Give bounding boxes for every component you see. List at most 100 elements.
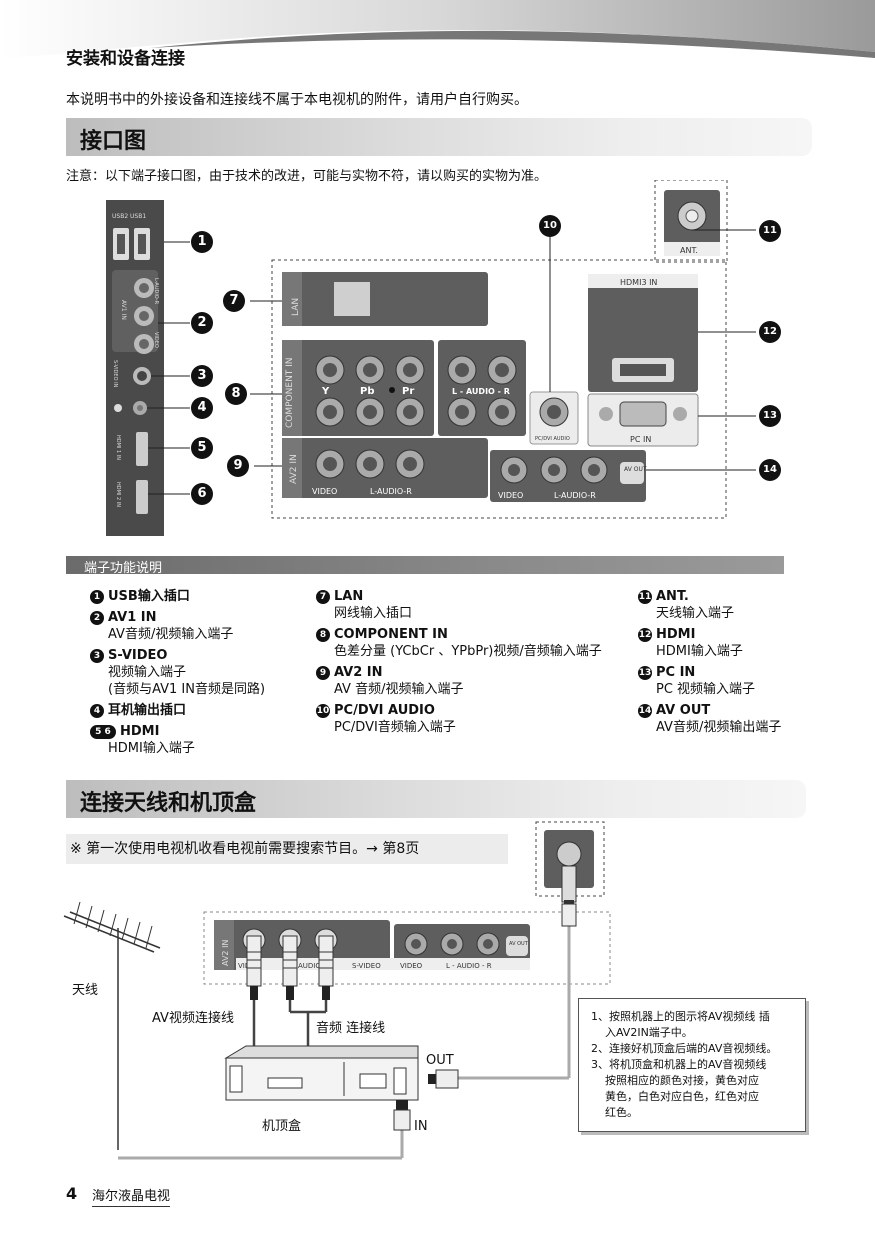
footer-brand: 海尔液晶电视 xyxy=(92,1185,171,1207)
functions-col3: 11 ANT. 天线输入端子 12 HDMI HDMI输入端子 13 PC IN PC 视频输入… xyxy=(638,588,838,740)
function-desc: 天线输入端子 xyxy=(656,606,735,621)
function-title: ANT. xyxy=(656,589,689,604)
function-item: 11 ANT. 天线输入端子 xyxy=(638,588,838,622)
ant-label: ANT. xyxy=(680,246,698,255)
functions-band: 端子功能说明 xyxy=(66,556,784,576)
pr-label: Pr xyxy=(402,386,414,397)
function-desc: 视频输入端子 xyxy=(108,665,187,680)
stb-label: 机顶盒 xyxy=(262,1118,301,1134)
av1-video-label: VIDEO xyxy=(153,332,159,348)
av1-audio-label: L-AUDIO-R xyxy=(153,278,159,305)
function-title: PC/DVI AUDIO xyxy=(334,703,435,718)
function-desc: PC 视频输入端子 xyxy=(656,682,756,697)
functions-title: 端子功能说明 xyxy=(84,561,163,576)
function-desc: AV音频/视频输出端子 xyxy=(656,720,782,735)
function-title: AV OUT xyxy=(656,703,711,718)
function-number: 7 xyxy=(316,590,330,604)
av2-label: AV2 IN xyxy=(289,454,299,484)
function-desc: HDMI输入端子 xyxy=(656,644,743,659)
function-number: 12 xyxy=(638,628,652,642)
video-label-3: VIDEO xyxy=(400,962,423,970)
step-line: 1、按照机器上的图示将AV视频线 插 xyxy=(591,1010,770,1023)
component-audio-label: L - AUDIO - R xyxy=(452,387,510,396)
step-line: 红色。 xyxy=(591,1106,638,1119)
hdmi3-label: HDMI3 IN xyxy=(620,278,657,287)
lan-label: LAN xyxy=(291,298,301,316)
interface-note: 注意：以下端子接口图，由于技术的改进，可能与实物不符，请以购买的实物为准。 xyxy=(66,169,548,184)
audio-label-2: AUDIO xyxy=(298,962,321,970)
function-title: HDMI xyxy=(656,627,696,642)
av-out-label: AV OUT xyxy=(624,466,647,473)
step-line: 黄色，白色对应白色，红色对应 xyxy=(591,1090,759,1103)
function-title: S-VIDEO xyxy=(108,648,168,663)
function-title: COMPONENT IN xyxy=(334,627,448,642)
step-line: 2、连接好机顶盒后端的AV音视频线。 xyxy=(591,1042,778,1055)
connection-diagram: 天线 AV2 IN AV OUT VIDEO AUDIO S-VIDEO VID… xyxy=(63,821,611,1160)
antenna-band: 连接天线和机顶盒 xyxy=(66,780,806,818)
av2-video-label: VIDEO xyxy=(312,487,337,496)
y-label: Y xyxy=(321,386,330,397)
stb-icon xyxy=(224,1045,419,1101)
svideo-label-2: S-VIDEO xyxy=(352,962,381,970)
function-title: AV1 IN xyxy=(108,610,157,625)
function-desc: 网线输入插口 xyxy=(334,606,413,621)
step-line: 3、将机顶盒和机器上的AV音视频线 xyxy=(591,1058,767,1071)
function-item: 4 耳机输出插口 xyxy=(90,702,310,719)
avout-video-label: VIDEO xyxy=(498,491,523,500)
step-line: 入AV2IN端子中。 xyxy=(591,1026,693,1039)
av2-label-2: AV2 IN xyxy=(221,940,230,966)
antenna-title: 连接天线和机顶盒 xyxy=(80,791,257,816)
function-number: 10 xyxy=(316,704,330,718)
function-item: 10 PC/DVI AUDIO PC/DVI音频输入端子 xyxy=(316,702,636,736)
section-title: 安装和设备连接 xyxy=(66,49,185,69)
function-title: PC IN xyxy=(656,665,696,680)
usb-label: USB2 USB1 xyxy=(112,213,146,220)
antenna-label: 天线 xyxy=(72,983,98,998)
avout-audio-label: L-AUDIO-R xyxy=(554,491,596,500)
function-item: 12 HDMI HDMI输入端子 xyxy=(638,626,838,660)
hdmi2-label: HDMI 2 IN xyxy=(115,482,121,507)
audio-cable-label: 音频 连接线 xyxy=(316,1020,385,1036)
component-label: COMPONENT IN xyxy=(285,357,295,428)
function-desc: AV 音频/视频输入端子 xyxy=(334,682,464,697)
function-number: 4 xyxy=(90,704,104,718)
hdmi1-label: HDMI 1 IN xyxy=(115,435,121,460)
function-number: 3 xyxy=(90,649,104,663)
interface-band: 接口图 xyxy=(66,118,812,156)
in-label: IN xyxy=(414,1119,428,1134)
svideo-label: S-VIDEO IN xyxy=(112,360,118,388)
function-title: USB输入插口 xyxy=(108,589,190,604)
av-cable-label: AV视频连接线 xyxy=(152,1010,234,1026)
function-number: 5 6 xyxy=(90,725,116,739)
interface-diagram: USB2 USB1 AV1 IN L-AUDIO-R VIDEO S-VIDEO… xyxy=(106,180,756,536)
out-label: OUT xyxy=(426,1053,454,1068)
step-line: 按照相应的颜色对接，黄色对应 xyxy=(591,1074,759,1087)
function-desc: PC/DVI音频输入端子 xyxy=(334,720,456,735)
function-number: 1 xyxy=(90,590,104,604)
interface-title: 接口图 xyxy=(80,129,147,154)
function-desc: AV音频/视频输入端子 xyxy=(108,627,234,642)
function-item: 13 PC IN PC 视频输入端子 xyxy=(638,664,838,698)
av-out-label-2: AV OUT xyxy=(509,941,529,947)
function-title: HDMI xyxy=(120,724,160,739)
pc-dvi-audio-label: PC/DVI AUDIO xyxy=(535,436,570,442)
pc-in-label: PC IN xyxy=(630,435,651,444)
function-number: 9 xyxy=(316,666,330,680)
intro-text: 本说明书中的外接设备和连接线不属于本电视机的附件，请用户自行购买。 xyxy=(66,92,528,108)
antenna-icon xyxy=(63,901,161,1150)
function-title: 耳机输出插口 xyxy=(108,703,187,718)
lr-label-2: L - AUDIO - R xyxy=(446,962,492,970)
function-number: 11 xyxy=(638,590,652,604)
function-number: 13 xyxy=(638,666,652,680)
function-item: 1 USB输入插口 xyxy=(90,588,310,605)
pb-label: Pb xyxy=(360,386,375,397)
av1-label: AV1 IN xyxy=(120,300,127,320)
